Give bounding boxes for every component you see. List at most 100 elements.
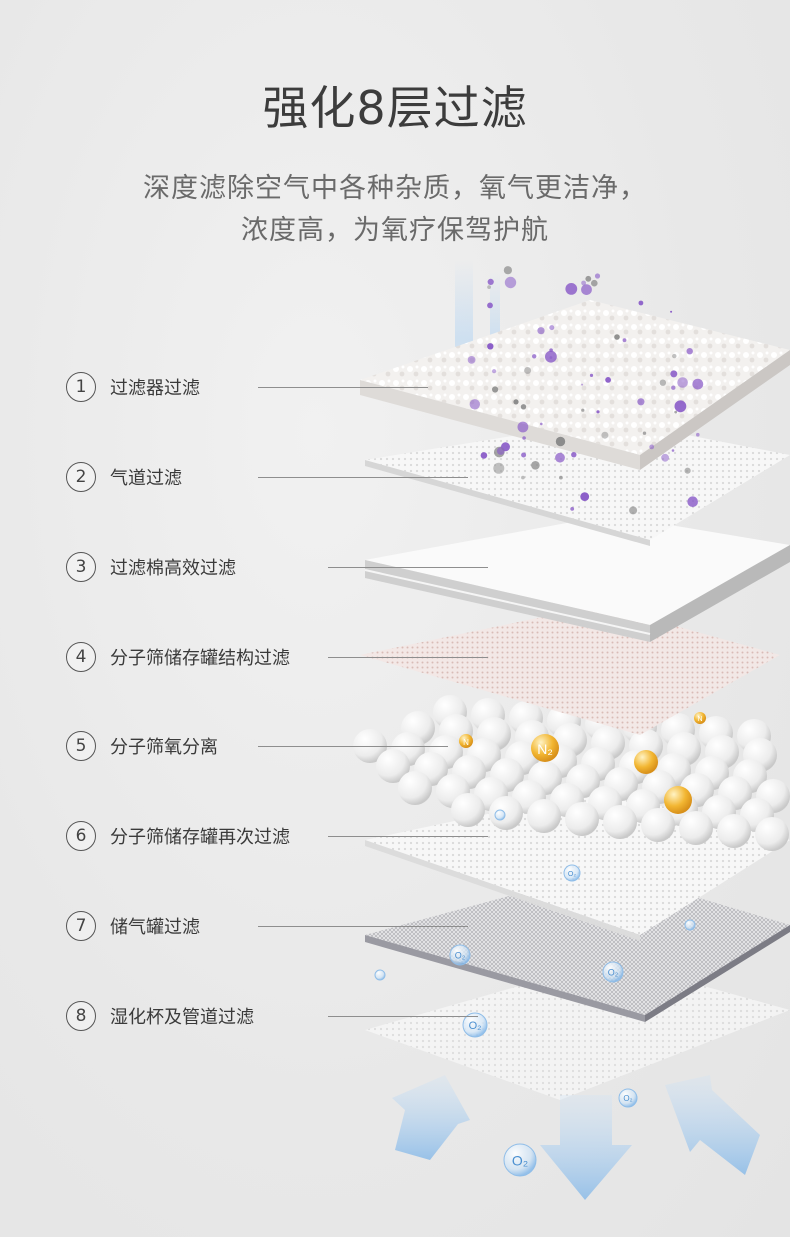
page-subtitle-line-1: 深度滤除空气中各种杂质，氧气更洁净， xyxy=(143,173,647,204)
impurity-particle xyxy=(659,379,666,386)
oxygen-bubble xyxy=(684,919,696,931)
layer-1-sheet xyxy=(360,300,790,470)
oxygen-bubble xyxy=(449,944,471,966)
impurity-particle xyxy=(480,452,488,459)
sieve-ball xyxy=(641,808,675,842)
impurity-particle xyxy=(594,273,601,279)
impurity-particle xyxy=(487,278,494,285)
impurity-particle xyxy=(581,408,585,412)
layer-label-text: 分子筛氧分离 xyxy=(110,737,218,758)
impurity-particle xyxy=(496,447,505,455)
impurity-particles xyxy=(467,266,704,515)
sieve-ball xyxy=(755,817,789,851)
leader-line xyxy=(328,1016,478,1017)
impurity-particle xyxy=(591,279,598,287)
impurity-particle xyxy=(467,356,476,364)
impurity-particle xyxy=(581,284,592,295)
impurity-particle xyxy=(487,343,494,350)
impurity-particle xyxy=(493,462,505,474)
impurity-particle xyxy=(581,383,584,386)
leader-line xyxy=(328,836,488,837)
arrow-right-icon xyxy=(665,1075,760,1175)
leader-line xyxy=(258,387,428,388)
impurity-particle xyxy=(629,506,638,515)
layer-label-text: 分子筛储存罐结构过滤 xyxy=(110,648,290,669)
layer-label-text: 过滤棉高效过滤 xyxy=(110,558,236,579)
impurity-particle xyxy=(674,400,687,413)
layer-number-badge: 6 xyxy=(66,821,96,851)
sieve-ball xyxy=(376,749,410,783)
oxygen-bubble xyxy=(563,864,581,882)
impurity-particle xyxy=(517,421,529,433)
impurity-particle xyxy=(671,385,676,390)
o2-label: O₂ xyxy=(568,871,576,878)
layer-5-molecular-sieve xyxy=(353,695,790,851)
leader-line xyxy=(328,657,488,658)
layer-label-3: 3 过滤棉高效过滤 xyxy=(66,550,236,584)
impurity-particle xyxy=(521,475,525,480)
layer-2-sheet xyxy=(365,420,790,546)
layer-label-text: 储气罐过滤 xyxy=(110,917,200,938)
arrow-down-icon xyxy=(540,1095,632,1200)
sieve-ball xyxy=(717,814,751,848)
impurity-particle xyxy=(555,436,566,447)
layer-number-badge: 8 xyxy=(66,1001,96,1031)
impurity-particle xyxy=(605,377,611,383)
leader-line xyxy=(258,477,468,478)
impurity-particle xyxy=(492,386,499,393)
impurity-particle xyxy=(549,325,555,331)
impurity-particle xyxy=(672,353,677,359)
sieve-ball xyxy=(527,799,561,833)
impurity-particle xyxy=(545,350,557,363)
impurity-particle xyxy=(469,399,480,410)
impurity-particle xyxy=(531,461,540,470)
impurity-particle xyxy=(555,452,565,463)
impurity-particle xyxy=(570,507,575,511)
page-subtitle-line-2: 浓度高，为氧疗保驾护航 xyxy=(241,215,549,246)
layer-label-8: 8 湿化杯及管道过滤 xyxy=(66,999,254,1033)
leader-line xyxy=(258,746,448,747)
impurity-particle xyxy=(670,310,673,313)
n2-label-big: N₂ xyxy=(537,741,553,757)
impurity-particle xyxy=(565,283,578,295)
oxygen-bubble xyxy=(494,809,506,821)
impurity-particle xyxy=(638,300,644,306)
impurity-particle xyxy=(521,452,527,458)
impurity-particle xyxy=(637,398,645,406)
sieve-ball xyxy=(565,802,599,836)
layer-number-badge: 7 xyxy=(66,911,96,941)
impurity-particle xyxy=(614,334,620,340)
impurity-particle xyxy=(524,367,532,374)
o2-label: O₂ xyxy=(512,1153,528,1169)
impurity-particle xyxy=(492,369,497,374)
oxygen-bubble xyxy=(602,961,624,983)
impurity-particle xyxy=(671,449,675,452)
impurity-particle xyxy=(670,370,678,378)
oxygen-bubble xyxy=(503,1143,537,1177)
sieve-ball xyxy=(679,811,713,845)
impurity-particle xyxy=(585,275,592,282)
sieve-ball xyxy=(451,793,485,827)
impurity-particle xyxy=(520,404,527,410)
oxygen-bubble xyxy=(374,969,386,981)
impurity-particle xyxy=(622,338,627,343)
leader-line xyxy=(258,926,468,927)
impurity-particle xyxy=(532,354,537,359)
impurity-particle xyxy=(692,378,704,390)
layer-label-5: 5 分子筛氧分离 xyxy=(66,729,218,763)
sieve-ball xyxy=(398,771,432,805)
page-title: 强化8层过滤 xyxy=(262,81,528,135)
impurity-particle xyxy=(522,436,526,440)
layer-label-7: 7 储气罐过滤 xyxy=(66,909,200,943)
impurity-particle xyxy=(540,422,543,426)
impurity-particle xyxy=(596,410,600,414)
impurity-particle xyxy=(661,453,669,462)
o2-label: O₂ xyxy=(469,1020,482,1032)
layer-number-badge: 4 xyxy=(66,642,96,672)
layer-label-text: 气道过滤 xyxy=(110,468,182,489)
impurity-particle xyxy=(537,327,545,335)
o2-label: O₂ xyxy=(608,968,619,978)
impurity-particle xyxy=(487,302,493,309)
